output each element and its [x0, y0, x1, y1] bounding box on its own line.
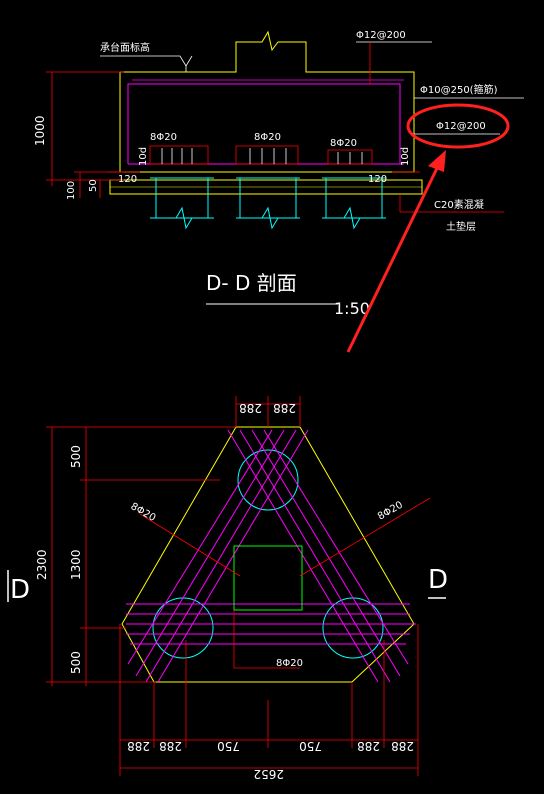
plan-bars-bottom: 8Φ20 — [276, 658, 303, 669]
section-mark-left: D — [10, 575, 30, 605]
section-title: D- D 剖面 — [206, 271, 297, 295]
soil-label: 土垫层 — [446, 220, 476, 233]
bars-label-3: 8Φ20 — [330, 138, 357, 149]
plan-left-dim-total: 2300 — [35, 549, 49, 580]
plan-dimensions — [46, 396, 419, 776]
plan-left-dim-mid: 1300 — [69, 549, 83, 580]
plan-left-dim-top: 500 — [69, 445, 83, 468]
dim-50: 50 — [88, 179, 99, 192]
rebar-cage — [127, 83, 401, 164]
bars-label-1: 8Φ20 — [150, 132, 177, 143]
plan-top-dim-1: 288 — [239, 401, 262, 415]
plan-left-dim-bottom: 500 — [69, 651, 83, 674]
cover-right: 10d — [400, 147, 411, 166]
level-marker — [100, 55, 193, 67]
total-dim: 2652 — [253, 767, 284, 781]
bars-label-2: 8Φ20 — [254, 132, 281, 143]
concrete-label: C20素混凝 — [434, 198, 484, 211]
circled-bar-label: Φ12@200 — [436, 121, 486, 132]
bottom-dim-5: 288 — [357, 739, 380, 753]
highlight-ellipse — [406, 103, 510, 149]
cover-left: 10d — [138, 147, 149, 166]
bottom-dim-1: 288 — [127, 739, 150, 753]
top-bar-label: Φ12@200 — [356, 30, 406, 41]
bottom-dim-2: 288 — [159, 739, 182, 753]
piles — [150, 177, 386, 230]
dim-120-right: 120 — [368, 174, 387, 185]
bottom-dim-6: 288 — [391, 739, 414, 753]
plan-top-dim-2: 288 — [273, 401, 296, 415]
stirrup-label: Φ10@250(箍筋) — [420, 83, 498, 96]
height-dimension: 1000 — [33, 115, 47, 146]
dim-120-left: 120 — [118, 174, 137, 185]
dim-100: 100 — [66, 181, 77, 200]
section-mark-right: D — [428, 565, 448, 595]
highlight-arrow — [346, 161, 442, 353]
cap-top-label: 承台面标高 — [100, 41, 150, 54]
plan-rebar — [126, 429, 416, 683]
section-view: 承台面标高 Φ12@200 Φ10@250(箍筋) Φ12@200 1000 1… — [33, 30, 524, 353]
bottom-dim-4: 750 — [299, 739, 322, 753]
bottom-dim-3: 750 — [217, 739, 240, 753]
inner-square — [233, 545, 303, 611]
section-scale: 1:50 — [334, 299, 370, 318]
